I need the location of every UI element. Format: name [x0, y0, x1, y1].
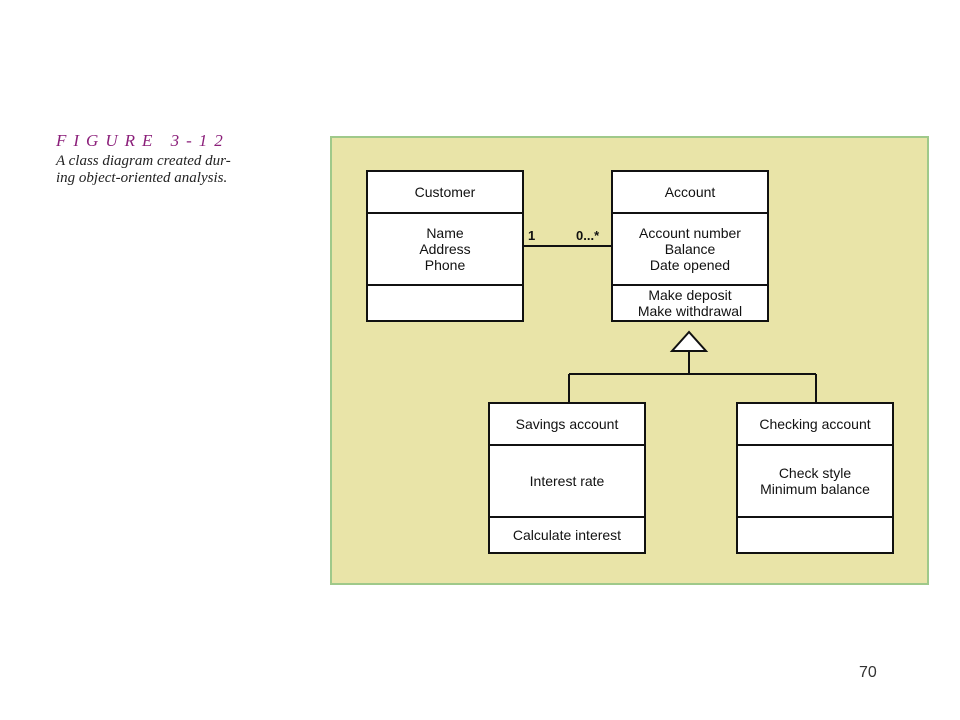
savings-name-section: Savings account [490, 404, 644, 444]
attribute: Interest rate [529, 473, 605, 489]
account-class: Account Account number Balance Date open… [611, 170, 769, 322]
class-name: Checking account [759, 416, 871, 432]
figure-label: FIGURE 3-12 [56, 131, 230, 150]
class-name: Savings account [515, 416, 619, 432]
customer-class: Customer Name Address Phone [366, 170, 524, 322]
attribute: Address [419, 241, 471, 257]
method: Make withdrawal [637, 303, 743, 319]
account-methods: Make deposit Make withdrawal [613, 284, 767, 320]
customer-attributes: Name Address Phone [368, 212, 522, 284]
checking-attributes: Check style Minimum balance [738, 444, 892, 516]
attribute: Phone [424, 257, 466, 273]
account-name-section: Account [613, 172, 767, 212]
multiplicity-right: 0...* [576, 228, 600, 243]
diagram-panel: 1 0...* Customer Name Address Phone Acco… [330, 136, 929, 585]
checking-name-section: Checking account [738, 404, 892, 444]
class-name: Account [664, 184, 716, 200]
checking-account-class: Checking account Check style Minimum bal… [736, 402, 894, 554]
diagram-connectors [522, 245, 817, 402]
attribute: Account number [639, 225, 741, 241]
attribute: Balance [664, 241, 716, 257]
method: Make deposit [648, 287, 732, 303]
multiplicity-left: 1 [528, 228, 536, 243]
attribute: Date opened [649, 257, 731, 273]
customer-methods [368, 284, 522, 320]
caption-line: A class diagram created dur- [56, 153, 231, 169]
customer-name-section: Customer [368, 172, 522, 212]
savings-attributes: Interest rate [490, 444, 644, 516]
attribute: Name [426, 225, 464, 241]
savings-account-class: Savings account Interest rate Calculate … [488, 402, 646, 554]
checking-methods [738, 516, 892, 552]
attribute: Check style [778, 465, 852, 481]
generalization-arrowhead [669, 330, 709, 352]
class-name: Customer [414, 184, 476, 200]
page-number: 70 [859, 664, 877, 681]
attribute: Minimum balance [760, 481, 870, 497]
account-attributes: Account number Balance Date opened [613, 212, 767, 284]
caption-line: ing object-oriented analysis. [56, 170, 228, 186]
method: Calculate interest [512, 527, 622, 543]
savings-methods: Calculate interest [490, 516, 644, 552]
figure-caption: A class diagram created dur- ing object-… [56, 153, 266, 187]
